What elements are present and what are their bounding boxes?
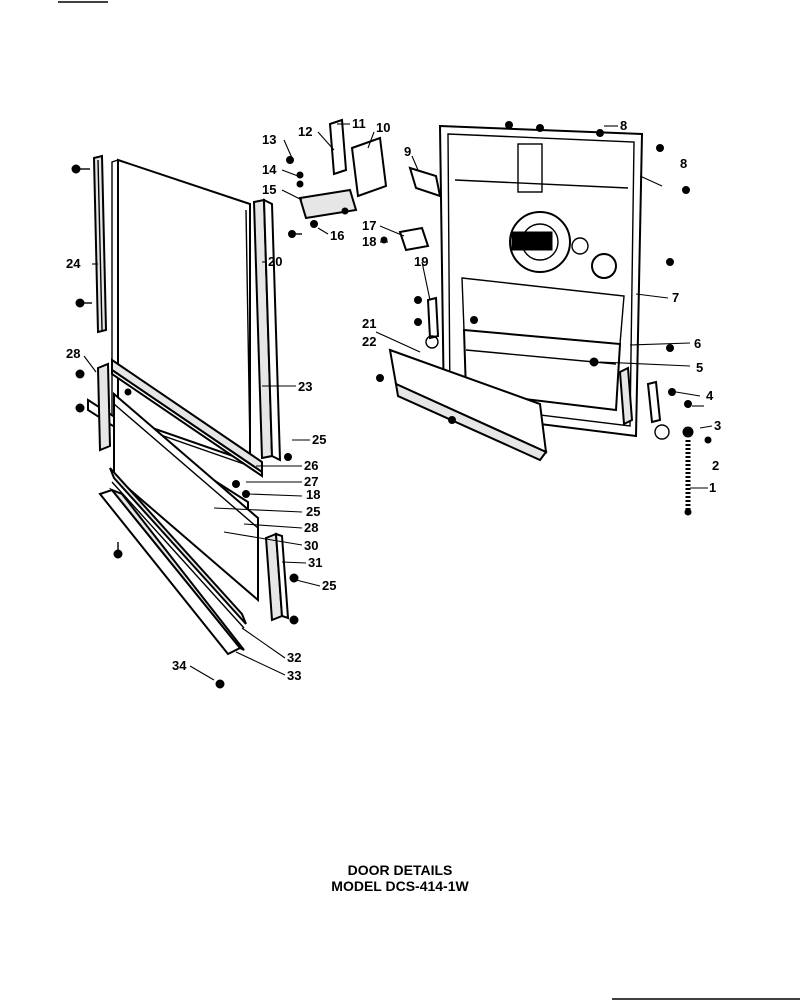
diagram-caption-title: DOOR DETAILS <box>347 862 453 878</box>
callout-2: 2 <box>712 458 719 473</box>
door-spring <box>654 424 712 516</box>
door-bottom-seal <box>388 348 548 462</box>
callout-32: 32 <box>287 650 301 665</box>
hinge-assembly <box>298 118 442 252</box>
screw-icon <box>289 573 299 625</box>
callout-12: 12 <box>298 124 312 139</box>
screw-icon <box>284 230 302 461</box>
callout-labels: 1 2 3 4 5 6 7 8 8 9 10 11 12 13 14 15 16… <box>66 116 721 683</box>
bottom-trim-bar <box>109 467 247 629</box>
callout-6: 6 <box>694 336 701 351</box>
screw-icon <box>286 156 388 244</box>
callout-33: 33 <box>287 668 301 683</box>
callout-5: 5 <box>696 360 703 375</box>
callout-34: 34 <box>172 658 187 673</box>
callout-11: 11 <box>352 116 366 131</box>
callout-22: 22 <box>362 334 376 349</box>
screw-icon <box>113 542 225 689</box>
callout-8: 8 <box>680 156 687 171</box>
callout-3: 3 <box>714 418 721 433</box>
callout-13: 13 <box>262 132 276 147</box>
callout-28: 28 <box>66 346 80 361</box>
callout-7: 7 <box>672 290 679 305</box>
callout-14: 14 <box>262 162 277 177</box>
screw-icon <box>376 121 692 408</box>
right-side-trim <box>245 198 282 462</box>
callout-27: 27 <box>304 474 318 489</box>
callout-25: 25 <box>312 432 326 447</box>
callout-16: 16 <box>330 228 344 243</box>
toe-plate <box>98 487 245 656</box>
leader-lines <box>83 123 713 681</box>
callout-1: 1 <box>709 480 716 495</box>
side-bracket <box>264 532 290 622</box>
callout-10: 10 <box>376 120 390 135</box>
left-side-trim <box>92 154 108 334</box>
kick-panel <box>113 391 259 603</box>
callout-19: 19 <box>414 254 428 269</box>
callout-31: 31 <box>308 555 322 570</box>
callout-25: 25 <box>322 578 336 593</box>
callout-17: 17 <box>362 218 376 233</box>
callout-18: 18 <box>362 234 376 249</box>
callout-25: 25 <box>306 504 320 519</box>
callout-23: 23 <box>298 379 312 394</box>
latch-bracket <box>425 296 440 349</box>
callout-18: 18 <box>306 487 320 502</box>
callout-15: 15 <box>262 182 276 197</box>
side-bracket-right <box>618 366 662 426</box>
callout-20: 20 <box>268 254 282 269</box>
callout-21: 21 <box>362 316 376 331</box>
callout-26: 26 <box>304 458 318 473</box>
callout-9: 9 <box>404 144 411 159</box>
callout-4: 4 <box>706 388 714 403</box>
bottom-channel <box>111 358 263 478</box>
diagram-caption-model: MODEL DCS-414-1W <box>331 878 469 894</box>
callout-8: 8 <box>620 118 627 133</box>
screw-icon <box>71 164 92 308</box>
callout-28: 28 <box>304 520 318 535</box>
callout-24: 24 <box>66 256 81 271</box>
callout-30: 30 <box>304 538 318 553</box>
